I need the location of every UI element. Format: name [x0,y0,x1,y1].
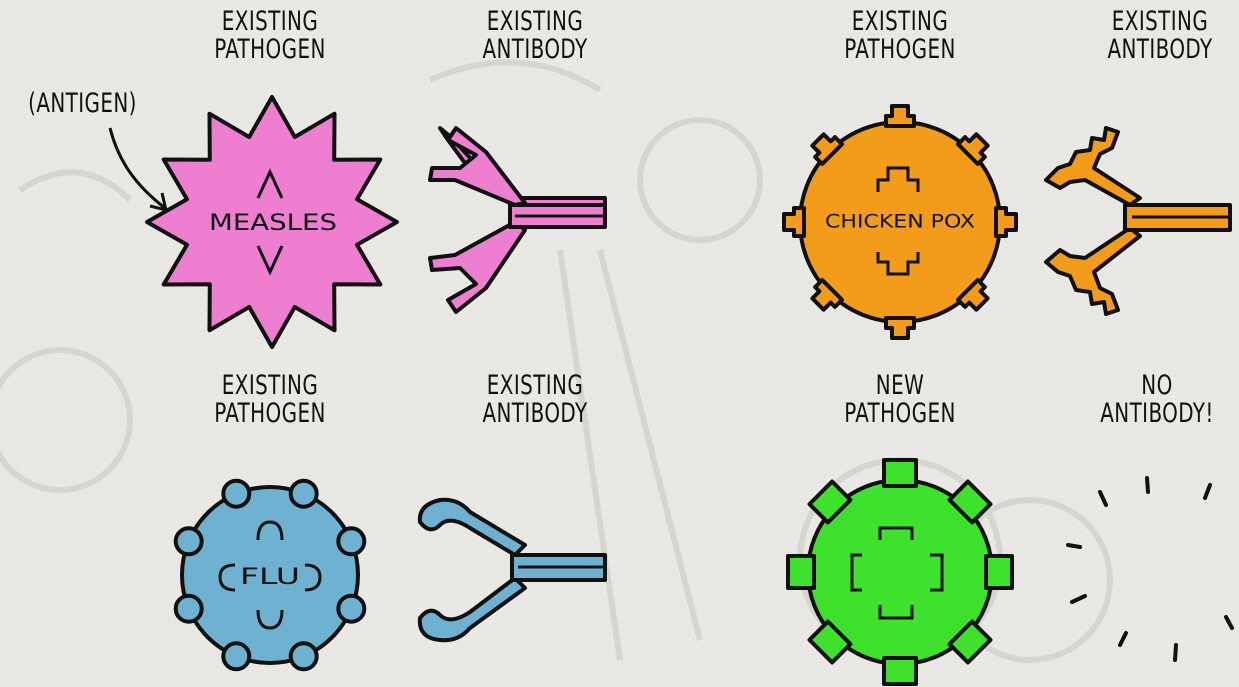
new-pathogen-antigen-tooth [986,556,1012,588]
chickenpox-antigen-tooth [886,318,914,338]
flu-antigen-bump [291,643,317,669]
new-pathogen-antigen-tooth [884,658,916,684]
new-pathogen-antigen-tooth [788,556,814,588]
flu-antigen-bump [223,643,249,669]
flu-name: FLU [240,565,300,590]
flu-antigen-bump [223,481,249,507]
chickenpox-name: CHICKEN POX [825,211,975,233]
measles-name: MEASLES [209,211,337,236]
chickenpox-pathogen: CHICKEN POX [784,106,1016,338]
flu-antigen-bump [338,528,364,554]
flu-antigen-bump [291,481,317,507]
flu-antigen-bump [176,528,202,554]
flu-antigen-bump [338,596,364,622]
chickenpox-antigen-tooth [996,208,1016,236]
antigen-annotation: (ANTIGEN) [15,90,150,118]
chickenpox-antigen-tooth [886,106,914,126]
new-pathogen-antigen-tooth [884,460,916,486]
chickenpox-antigen-tooth [784,208,804,236]
new-pathogen [788,460,1012,684]
flu-antigen-bump [176,596,202,622]
